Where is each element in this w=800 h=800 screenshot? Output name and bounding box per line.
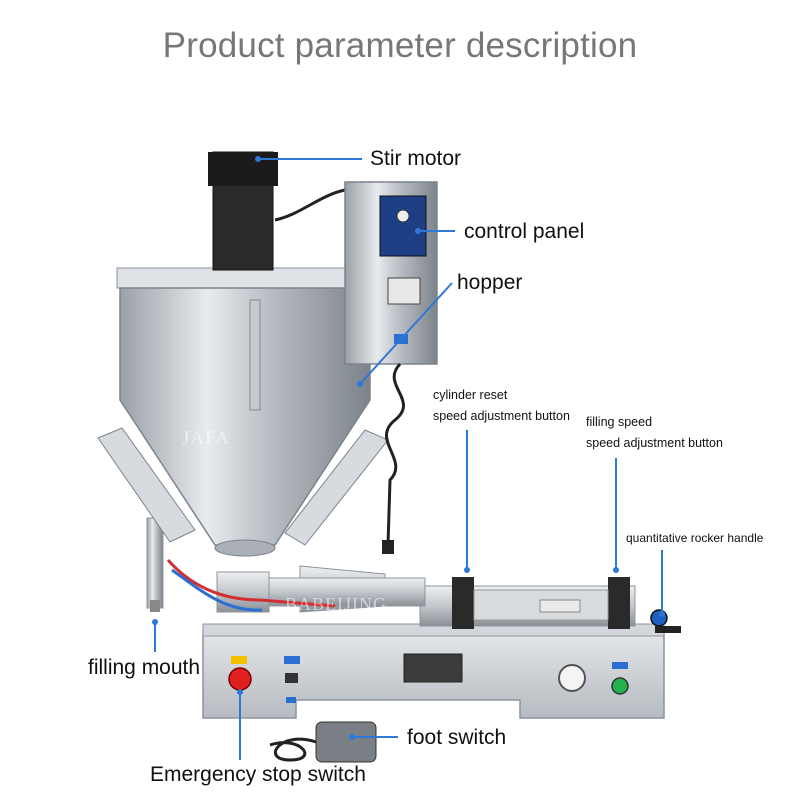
callout-emergency-stop: Emergency stop switch (150, 763, 366, 786)
leader-filling-speed-dot (613, 567, 619, 573)
callout-filling-speed-line1: filling speed (586, 415, 653, 429)
cylinder-block-left (452, 577, 474, 629)
leader-cylinder-reset-dot (464, 567, 470, 573)
heating-panel-right (284, 429, 389, 546)
small-label (286, 697, 296, 703)
leader-hopper (359, 282, 453, 385)
emergency-stop-button (228, 667, 252, 691)
pressure-gauge (558, 664, 586, 692)
power-cord (385, 362, 405, 546)
valve-block (216, 571, 270, 613)
power-plug (382, 540, 394, 554)
callout-filling-mouth: filling mouth (88, 656, 201, 679)
nozzle-tip (150, 600, 160, 612)
callout-cylinder-reset-line1: cylinder reset (433, 388, 508, 402)
speed-knob (396, 209, 410, 223)
hopper-outlet (214, 539, 276, 557)
watermark-brand-babeijing: BABEIJING (285, 594, 387, 614)
callout-filling-speed-line2: speed adjustment button (586, 436, 723, 450)
callout-stir-motor: Stir motor (370, 147, 462, 170)
leader-emergency-stop-dot (237, 689, 243, 695)
callout-hopper: hopper (457, 271, 523, 294)
foot-switch-cable (269, 737, 317, 762)
leader-foot-switch-dot (349, 734, 355, 740)
leader-hopper-dot (357, 381, 363, 387)
air-hose-red (166, 559, 336, 608)
leader-filling-mouth-dot (152, 619, 158, 625)
toggle-switch (285, 673, 298, 683)
timer-display (387, 277, 421, 305)
stir-motor-cap (208, 152, 278, 186)
green-button (611, 677, 629, 695)
green-button-label (612, 662, 628, 669)
callout-cylinder-reset-line2: speed adjustment button (433, 409, 570, 423)
rod-bar (539, 599, 581, 613)
switch-label (284, 656, 300, 664)
stir-shaft (249, 299, 261, 411)
leader-stir-motor-dot (255, 156, 261, 162)
rocker-handle-knob (650, 609, 668, 627)
foot-switch-pedal (315, 721, 377, 763)
leader-control-panel-dot (415, 228, 421, 234)
heating-panel-left (97, 427, 196, 543)
nozzle (146, 517, 164, 609)
cylinder-block-right (608, 577, 630, 629)
air-hose-blue (171, 568, 263, 612)
leader-rocker-handle-dot (659, 611, 665, 617)
callout-quantitative-rocker: quantitative rocker handle (626, 531, 764, 545)
rocker-handle-arm (655, 626, 681, 633)
hopper-rim (116, 267, 373, 289)
motor-cable (274, 188, 346, 222)
emergency-stop-label (231, 656, 247, 664)
control-box-panel (379, 195, 427, 257)
watermark-brand-jafa: JAFA (182, 428, 230, 449)
callout-control-panel: control panel (464, 220, 585, 243)
callout-foot-switch: foot switch (407, 726, 507, 749)
nameplate (403, 653, 463, 683)
page-title: Product parameter description (162, 26, 638, 65)
